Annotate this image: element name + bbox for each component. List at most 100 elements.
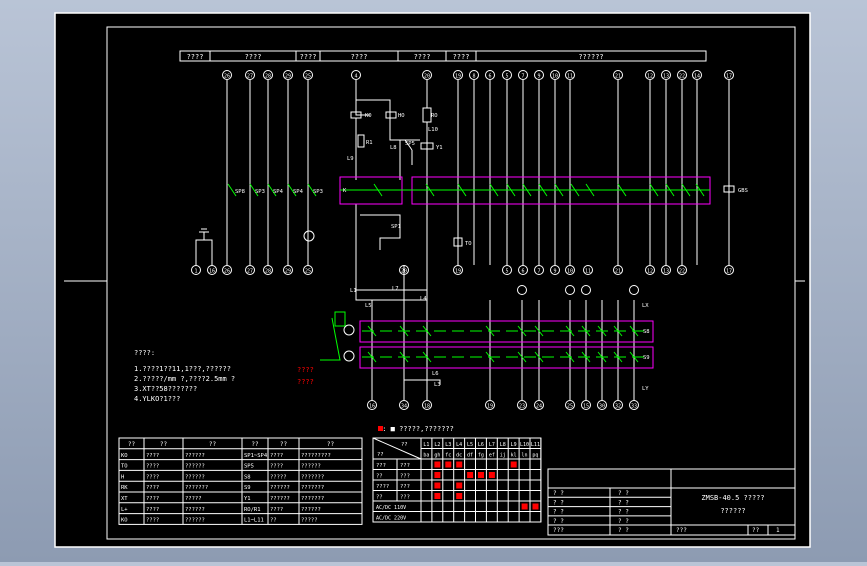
lower-node-24 — [534, 400, 544, 410]
matrix-mark — [532, 503, 539, 510]
header-strip: ?????????????????????????????? — [179, 50, 707, 62]
matrix-sub-header: gh — [434, 453, 440, 459]
matrix-col-header: L9 — [511, 442, 517, 448]
matrix-sub-header: ij — [500, 453, 506, 459]
top-node-label: 8 — [472, 74, 475, 80]
matrix-mark — [467, 472, 474, 478]
legend-cell: ??????? — [185, 485, 208, 491]
matrix-col-header: L11 — [531, 442, 540, 448]
lower-node-label: 33 — [631, 404, 637, 410]
component-label: S8 — [643, 329, 650, 335]
bottom-node-5 — [502, 265, 512, 275]
lower-node-23 — [517, 400, 527, 410]
bottom-node-10 — [565, 265, 575, 275]
sp1-branch — [360, 214, 401, 250]
legend-cell: ????? — [185, 496, 202, 502]
matrix-col-header: L6 — [478, 442, 484, 448]
top-node-13 — [661, 70, 671, 80]
component-label: SP1 — [391, 224, 401, 230]
matrix-corner-top: ?? — [401, 442, 408, 448]
contact-symbol — [267, 183, 277, 197]
lower-node-label: 23 — [519, 404, 525, 410]
top-node-27 — [245, 70, 255, 80]
upper-terminal-strip — [339, 176, 711, 205]
top-node-11 — [565, 70, 575, 80]
bottom-node-16 — [207, 265, 217, 275]
matrix-sub-header: fg — [478, 453, 484, 459]
lower-terminal-strip — [320, 311, 654, 369]
lower-node-15 — [581, 400, 591, 410]
bottom-node-27 — [245, 265, 255, 275]
lower-contact — [534, 351, 544, 363]
top-node-label: 26 — [224, 74, 230, 80]
bottom-node-label: 19 — [455, 269, 461, 275]
y1-coil — [420, 142, 434, 150]
component-label: S9 — [643, 355, 650, 361]
component-label: SP3 — [255, 189, 265, 195]
node-24 — [581, 285, 591, 295]
legend-cell: ?????? — [185, 474, 205, 480]
top-node-21 — [613, 70, 623, 80]
lower-node-18 — [422, 400, 432, 410]
bottom-node-11 — [583, 265, 593, 275]
bottom-node-label: 26 — [224, 269, 230, 275]
title-mid-cell: ? ? — [618, 518, 629, 525]
matrix-row-label: ???? — [376, 484, 389, 490]
matrix-mark — [456, 482, 463, 489]
title-footer-c: 1 — [776, 527, 780, 534]
component-label: L3 — [434, 382, 441, 388]
drawing-title: ZMSB-40.5 ????? — [701, 494, 764, 502]
legend-cell: ?? — [270, 518, 277, 524]
h-indicator — [303, 230, 315, 242]
legend-cell: ???? — [270, 453, 283, 459]
header-cell-1: ???? — [187, 53, 204, 61]
notes-line-1: 1.????1??11,1???,?????? — [134, 365, 231, 373]
matrix-sub-header: ba — [423, 453, 429, 459]
matrix-col-header: L10 — [520, 442, 529, 448]
top-node-label: 6 — [488, 74, 491, 80]
bottom-node-7 — [534, 265, 544, 275]
title-footer-b: ?? — [752, 527, 760, 534]
bottom-node-26 — [222, 265, 232, 275]
inner-border — [106, 26, 796, 540]
legend-cell: ??????? — [301, 485, 324, 491]
lower-node-label: 30 — [599, 404, 605, 410]
legend-cell: ?????? — [301, 464, 321, 470]
matrix-mark — [456, 493, 463, 499]
matrix-sub-header: ln — [522, 453, 528, 459]
legend-header: ?? — [251, 441, 259, 448]
component-label: L10 — [428, 127, 438, 133]
title-mid-cell: ? ? — [618, 527, 629, 534]
legend-cell: ?????? — [185, 464, 205, 470]
title-mid-cell: ? ? — [618, 499, 629, 506]
bottom-node-label: 21 — [615, 269, 621, 275]
matrix-mark — [478, 472, 484, 478]
legend-header: ?? — [327, 441, 335, 448]
bottom-node-label: 13 — [663, 269, 669, 275]
top-node-28 — [263, 70, 273, 80]
matrix-sub-header: ef — [489, 453, 495, 459]
component-label: L4 — [420, 296, 427, 302]
lower-node-25 — [565, 400, 575, 410]
technical-notes: ????: 1.????1??11,1???,?????? 2.?????/mm… — [134, 348, 235, 404]
lower-node-34 — [399, 400, 409, 410]
bottom-node-17 — [724, 265, 734, 275]
lower-node-label: 16 — [369, 404, 375, 410]
matrix-mark — [510, 461, 517, 468]
matrix-sub-header: fc — [445, 453, 451, 459]
bottom-node-label: 17 — [726, 269, 732, 275]
lower-node-32 — [613, 400, 623, 410]
top-node-22 — [677, 70, 687, 80]
top-node-26 — [222, 70, 232, 80]
matrix-col-header: L1 — [423, 442, 429, 448]
top-node-label: 17 — [726, 74, 732, 80]
top-node-29 — [283, 70, 293, 80]
top-node-label: 5 — [505, 74, 508, 80]
legend-cell: ???? — [146, 496, 159, 502]
sp5-switch — [395, 139, 420, 165]
bottom-node-label: 1 — [194, 269, 197, 275]
top-node-label: 29 — [285, 74, 291, 80]
matrix-col-header: L8 — [500, 442, 506, 448]
